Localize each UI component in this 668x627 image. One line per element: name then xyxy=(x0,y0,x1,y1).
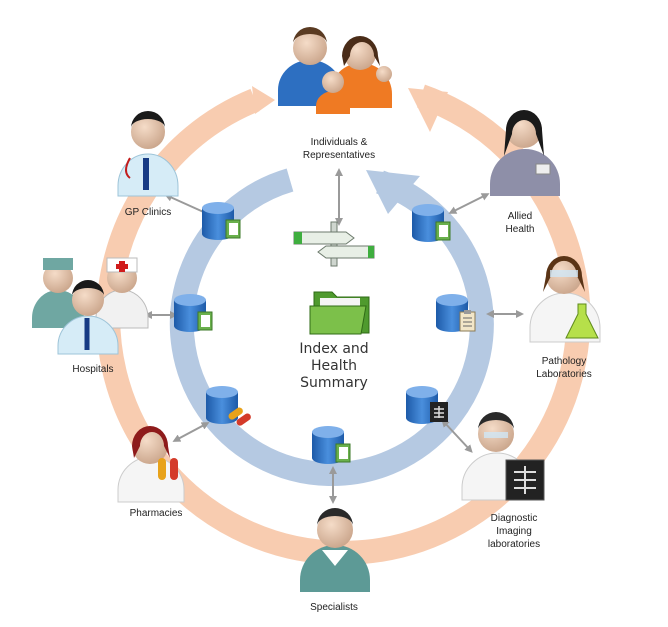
pharmacist-icon xyxy=(117,426,185,503)
center-title: Index and Health Summary xyxy=(299,341,369,391)
repositories xyxy=(174,202,476,464)
node-label-specialists: Specialists xyxy=(310,602,358,613)
repository-pathology xyxy=(436,294,476,332)
repository-pharmacies xyxy=(206,386,251,426)
node-label-individuals: Individuals & Representatives xyxy=(302,137,376,161)
folder-icon xyxy=(309,291,370,335)
node-label-hospitals: Hospitals xyxy=(72,364,114,375)
signpost-icon xyxy=(293,221,375,267)
specialist-icon xyxy=(300,508,370,592)
node-label-allied-health: Allied Health xyxy=(505,211,535,235)
lab-technician-icon xyxy=(529,256,601,343)
doctor-icon xyxy=(117,111,179,197)
inner-ring xyxy=(169,168,494,487)
connectors xyxy=(144,168,524,504)
outer-ring-arrowhead xyxy=(408,88,448,132)
node-label-gp-clinics: GP Clinics xyxy=(124,207,172,218)
repository-imaging xyxy=(406,386,448,424)
repository-specialists xyxy=(312,426,351,464)
inner-ring-arrowhead xyxy=(366,170,420,214)
family-icon xyxy=(278,27,392,114)
node-label-pharmacies: Pharmacies xyxy=(129,508,183,519)
radiologist-icon xyxy=(461,412,545,501)
node-label-pathology: Pathology Laboratories xyxy=(536,356,592,380)
repository-gp xyxy=(202,202,241,240)
node-label-imaging: Diagnostic Imaging laboratories xyxy=(487,513,541,550)
hospital-staff-icon xyxy=(32,257,149,355)
allied-health-person-icon xyxy=(490,110,560,196)
repository-hospitals xyxy=(174,294,213,332)
repository-allied xyxy=(412,204,451,242)
